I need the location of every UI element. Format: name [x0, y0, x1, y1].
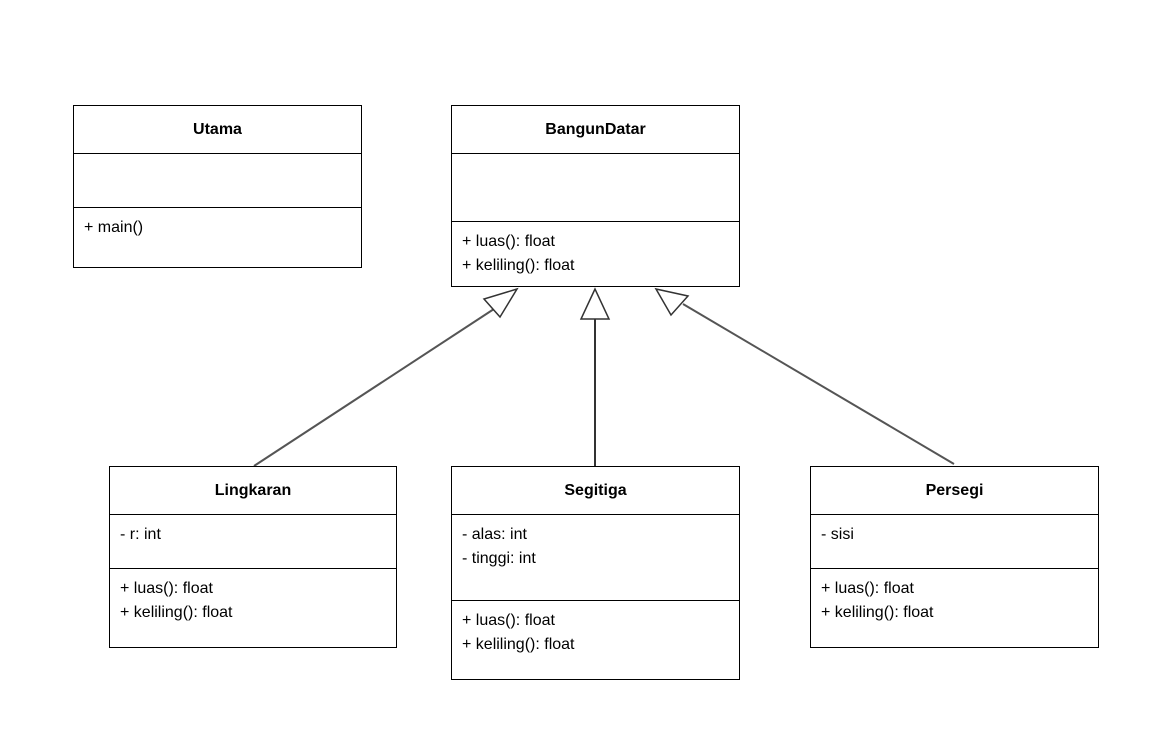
class-name: Utama: [74, 106, 361, 154]
class-name: BangunDatar: [452, 106, 739, 154]
method: + keliling(): float: [462, 636, 575, 653]
methods-section: + luas(): float + keliling(): float: [452, 222, 739, 286]
methods-section: + luas(): float + keliling(): float: [811, 569, 1098, 633]
attributes-section: - alas: int - tinggi: int: [452, 515, 739, 601]
attributes-section: - sisi: [811, 515, 1098, 569]
class-name: Segitiga: [452, 467, 739, 515]
methods-section: + luas(): float + keliling(): float: [110, 569, 396, 633]
hollow-triangle-arrowhead: [579, 287, 611, 320]
method: + luas(): float: [462, 612, 555, 629]
attribute: - sisi: [821, 526, 854, 543]
attribute: - alas: int: [462, 526, 527, 543]
methods-section: + main(): [74, 208, 361, 248]
attribute: - r: int: [120, 526, 161, 543]
method: + luas(): float: [462, 233, 555, 250]
class-bangundatar[interactable]: BangunDatar + luas(): float + keliling()…: [451, 105, 740, 287]
methods-section: + luas(): float + keliling(): float: [452, 601, 739, 665]
attributes-section: - r: int: [110, 515, 396, 569]
hollow-triangle-arrowhead: [654, 287, 690, 317]
method: + luas(): float: [120, 580, 213, 597]
method: + keliling(): float: [120, 604, 233, 621]
method: + main(): [84, 219, 144, 236]
method: + keliling(): float: [821, 604, 934, 621]
generalization-lingkaran-bangundatar: [253, 287, 519, 467]
method: + luas(): float: [821, 580, 914, 597]
generalization-persegi-bangundatar: [654, 287, 955, 465]
class-persegi[interactable]: Persegi - sisi + luas(): float + kelilin…: [810, 466, 1099, 648]
hollow-triangle-arrowhead: [482, 287, 519, 319]
class-name: Persegi: [811, 467, 1098, 515]
class-name: Lingkaran: [110, 467, 396, 515]
attributes-section: [74, 154, 361, 208]
attributes-section: [452, 154, 739, 222]
generalization-segitiga-bangundatar: [579, 287, 611, 466]
class-lingkaran[interactable]: Lingkaran - r: int + luas(): float + kel…: [109, 466, 397, 648]
method: + keliling(): float: [462, 257, 575, 274]
attribute: - tinggi: int: [462, 550, 536, 567]
class-utama[interactable]: Utama + main(): [73, 105, 362, 268]
class-segitiga[interactable]: Segitiga - alas: int - tinggi: int + lua…: [451, 466, 740, 680]
